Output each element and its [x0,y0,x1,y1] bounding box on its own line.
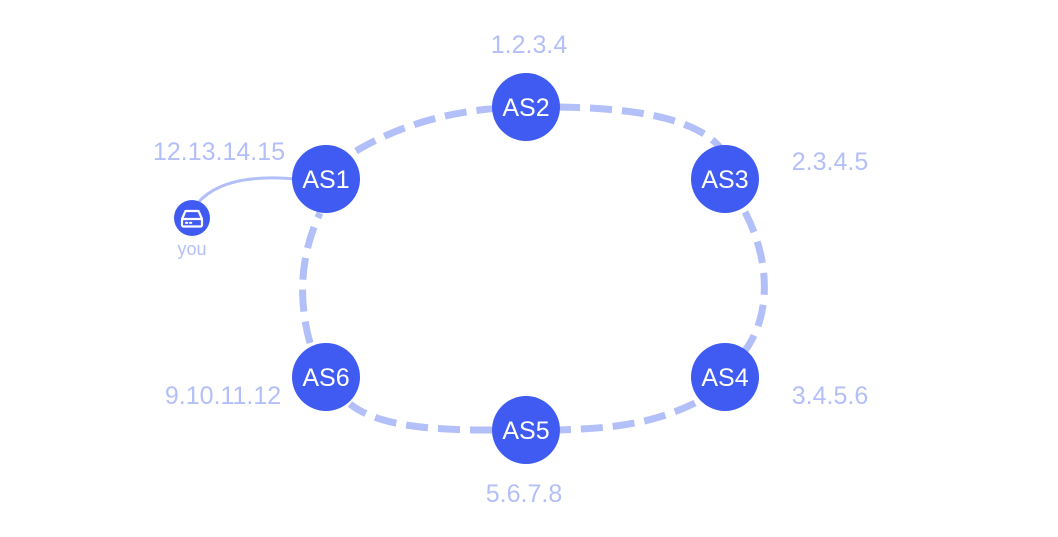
ring-links [299,103,768,434]
you-label: you [177,239,206,259]
node-as4[interactable]: AS4 [691,343,759,411]
you-device[interactable]: you [174,200,210,259]
node-as5[interactable]: AS5 [492,396,560,464]
link-as2-as3 [557,103,725,153]
node-as2[interactable]: AS2 [492,73,560,141]
link-you-as1 [195,176,297,206]
hard-drive-icon [180,209,204,228]
node-as3[interactable]: AS3 [691,145,759,213]
node-as6-circle[interactable] [292,343,360,411]
node-as5-circle[interactable] [492,396,560,464]
node-as6[interactable]: AS6 [292,343,360,411]
link-as1-as2 [354,103,526,155]
ip-label-as5: 5.6.7.8 [486,480,562,508]
ip-label-as4: 3.4.5.6 [792,382,868,410]
node-as3-circle[interactable] [691,145,759,213]
node-as2-circle[interactable] [492,73,560,141]
link-as3-as4 [741,210,768,355]
ip-label-as3: 2.3.4.5 [792,148,868,176]
link-as6-as1 [299,211,324,344]
ip-label-as6: 9.10.11.12 [165,382,281,410]
node-as1[interactable]: AS1 [292,145,360,213]
ip-label-as1: 12.13.14.15 [153,138,285,166]
link-as5-as6 [347,401,493,434]
ip-labels: 12.13.14.15 1.2.3.4 2.3.4.5 3.4.5.6 5.6.… [153,31,868,508]
node-as1-circle[interactable] [292,145,360,213]
ip-label-as2: 1.2.3.4 [491,31,568,59]
link-as4-as5 [559,399,697,434]
node-as4-circle[interactable] [691,343,759,411]
